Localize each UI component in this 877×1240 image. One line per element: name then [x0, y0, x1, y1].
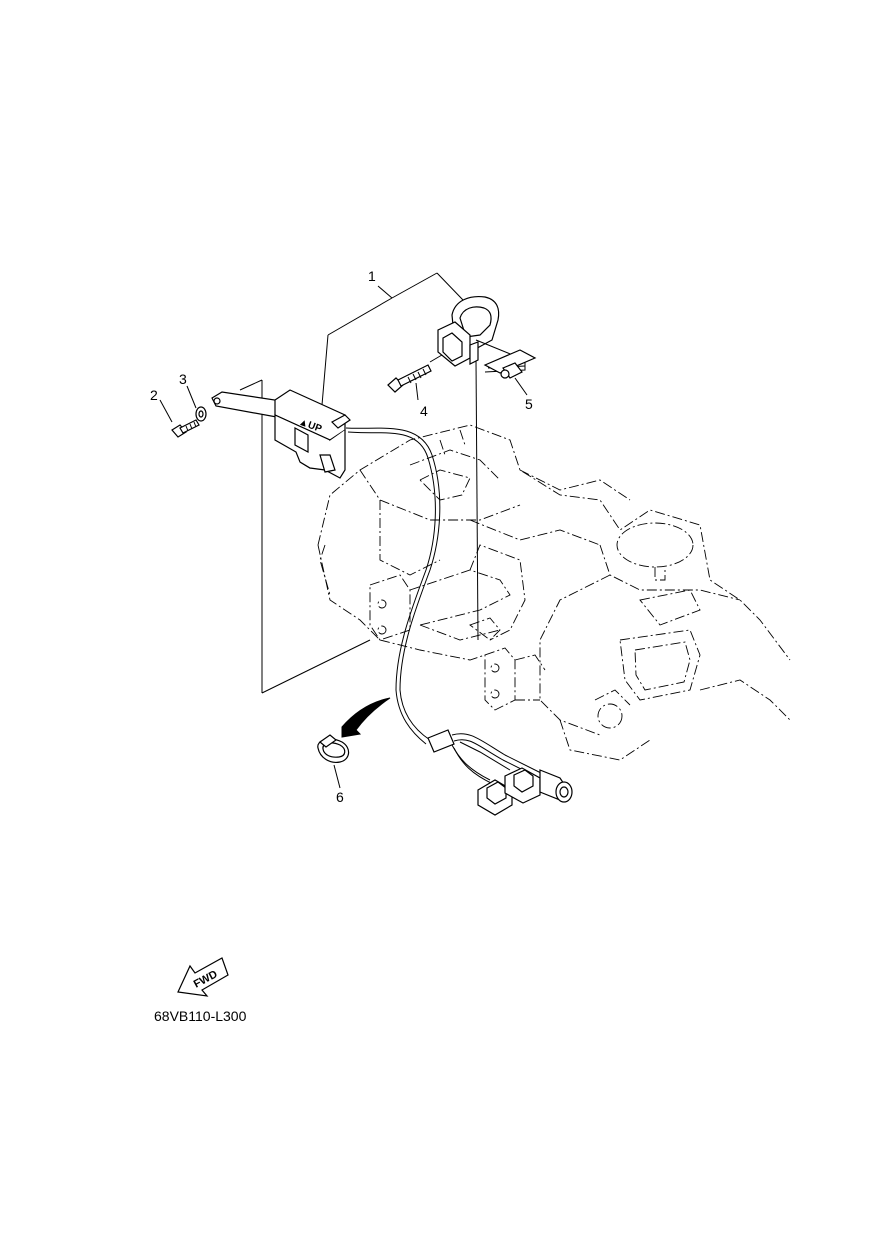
- callout-6: 6: [336, 789, 344, 805]
- engine-outline: [317, 424, 791, 761]
- bolt-part-2: [171, 419, 200, 438]
- fwd-arrow-icon: FWD: [177, 957, 229, 997]
- washer-part-3: [195, 406, 207, 422]
- screw-part-4: [387, 364, 432, 393]
- trim-sensor-body: ▲UP: [274, 389, 351, 479]
- install-arrow: [341, 697, 391, 738]
- callout-2: 2: [150, 387, 158, 403]
- callout-4: 4: [420, 403, 428, 419]
- leader-lines: [159, 272, 528, 789]
- clamp-part-6: [317, 734, 350, 763]
- wire-harness: [345, 427, 573, 816]
- callout-1: 1: [368, 268, 376, 284]
- callout-labels: 1 2 3 4 5 6: [150, 268, 533, 805]
- callout-5: 5: [525, 396, 533, 412]
- reference-code: 68VB110-L300: [154, 1008, 247, 1024]
- pin-part-5: [483, 349, 537, 379]
- callout-3: 3: [179, 371, 187, 387]
